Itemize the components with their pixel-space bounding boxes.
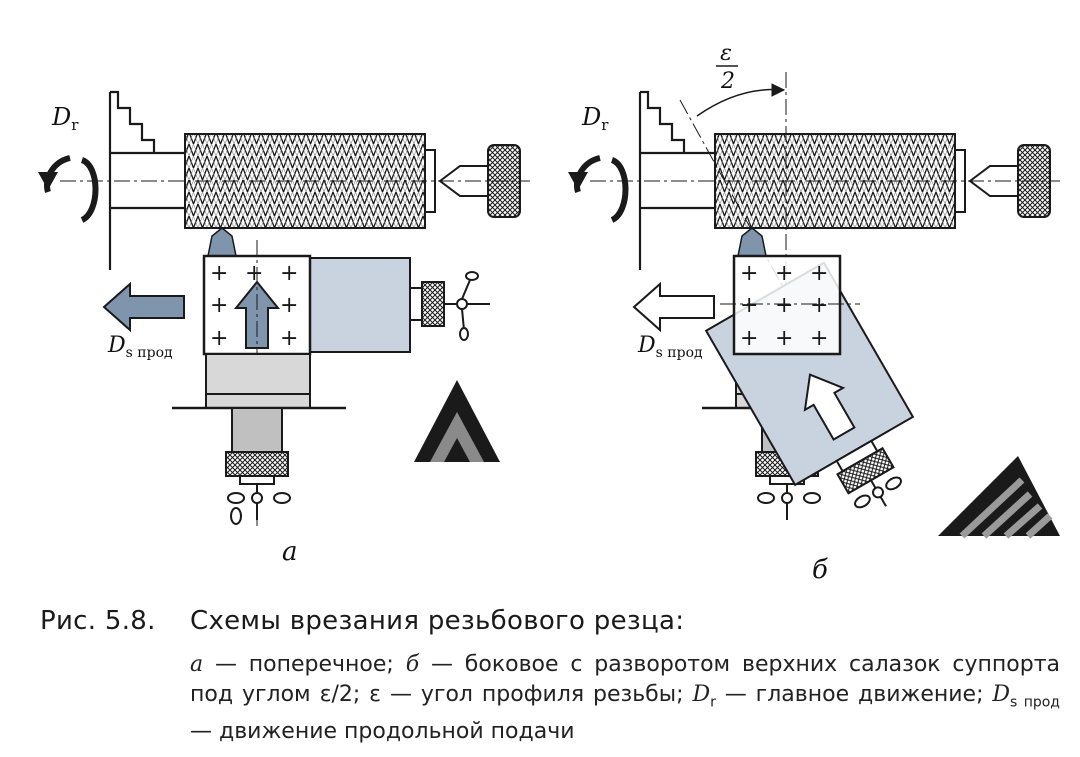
svg-text:+: + — [810, 261, 828, 286]
svg-text:+: + — [740, 326, 758, 351]
desc-b-key: б — [405, 652, 420, 677]
scheme-a-label: а — [282, 537, 298, 567]
desc-ds: — движение продольной подачи — [190, 719, 575, 745]
svg-text:+: + — [775, 261, 793, 286]
thread-profile-symbol-b — [938, 456, 1060, 539]
svg-text:+: + — [280, 261, 298, 286]
svg-text:+: + — [280, 326, 298, 351]
angle-denominator: 2 — [720, 69, 735, 94]
cutter-tip-b — [737, 227, 767, 257]
desc-a-key: а — [190, 652, 204, 677]
svg-text:+: + — [210, 261, 228, 286]
figure-description: а — поперечное; б — боковое с разворотом… — [190, 650, 1060, 747]
desc-ds-sub: s прод — [1010, 694, 1060, 711]
top-slide-handwheel — [409, 271, 490, 341]
desc-ds-symbol: D — [992, 682, 1011, 707]
figure-title: Схемы врезания резьбового резца: — [190, 606, 685, 636]
feed-label: Ds прод — [107, 333, 173, 361]
scheme-b-label: б — [812, 555, 828, 585]
svg-text:+: + — [210, 326, 228, 351]
scheme-b: Dr ε 2 — [568, 41, 1060, 585]
feed-label-b: Ds прод — [637, 333, 703, 361]
rotation-label: Dr — [51, 103, 79, 134]
rotation-arrow — [38, 155, 99, 223]
desc-dr: — главное движение; — [715, 682, 993, 707]
svg-text:+: + — [245, 261, 263, 286]
thread-profile-symbol — [414, 380, 500, 462]
svg-text:+: + — [775, 293, 793, 318]
desc-a: — поперечное; — [203, 652, 406, 677]
scheme-a: Dr + + + + + + + — [38, 90, 530, 567]
svg-text:+: + — [810, 293, 828, 318]
figure-caption: Рис. 5.8. Схемы врезания резьбового резц… — [40, 606, 1060, 747]
desc-dr-symbol: D — [692, 682, 711, 707]
svg-text:+: + — [280, 293, 298, 318]
feed-arrow — [102, 281, 185, 333]
rotation-arrow-b — [568, 155, 629, 223]
feed-arrow-b — [632, 281, 715, 333]
angle-numerator: ε — [720, 41, 732, 66]
svg-text:+: + — [775, 326, 793, 351]
thread-cutting-diagram: Dr + + + + + + + — [38, 41, 1060, 585]
svg-text:+: + — [210, 293, 228, 318]
svg-text:+: + — [810, 326, 828, 351]
top-slide — [299, 257, 411, 353]
tool-post-bolts: + + + + + + + — [210, 261, 298, 351]
desc-dr-sub: r — [710, 694, 716, 711]
tool-post-b — [732, 254, 842, 356]
infeed-arrow-rotated — [803, 373, 856, 441]
desc-b: — боковое с разворотом верхних салазок с… — [190, 652, 1061, 707]
tool-post-bolts-b: + + + + + + + + + — [740, 261, 828, 351]
svg-text:+: + — [740, 293, 758, 318]
cutter-tip — [207, 227, 237, 257]
rotation-label-b: Dr — [581, 103, 609, 134]
figure-number: Рис. 5.8. — [40, 606, 156, 636]
cross-slide — [172, 353, 346, 525]
svg-text:+: + — [740, 261, 758, 286]
